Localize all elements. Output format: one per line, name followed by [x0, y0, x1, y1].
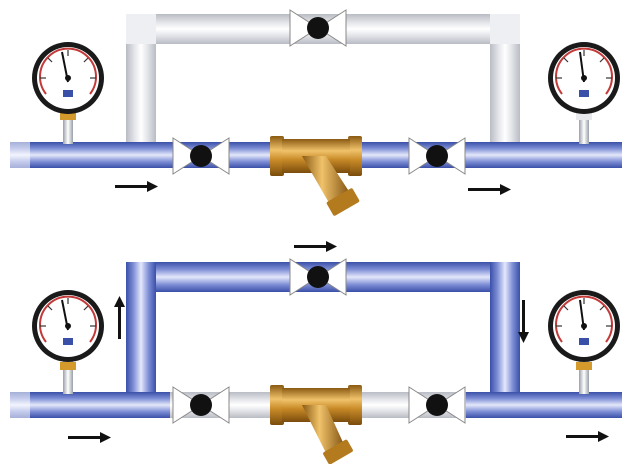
y-strainer-icon	[270, 385, 362, 464]
flow-arrow-icon	[566, 431, 609, 442]
flow-arrow-icon	[114, 296, 125, 339]
ball-valve-icon	[408, 386, 466, 424]
pressure-gauge-icon	[548, 42, 620, 144]
pressure-gauge-icon	[548, 290, 620, 394]
ball-valve-icon	[172, 137, 230, 175]
flow-arrow-icon	[518, 300, 529, 343]
y-strainer-icon	[270, 136, 362, 216]
ball-valve-icon	[408, 137, 466, 175]
diagram-bottom	[10, 241, 622, 464]
ball-valve-icon	[289, 258, 347, 296]
diagram-top	[10, 9, 622, 216]
pressure-gauge-icon	[32, 290, 104, 394]
flow-arrow-icon	[468, 184, 511, 195]
pressure-gauge-icon	[32, 42, 104, 144]
flow-arrow-icon	[294, 241, 337, 252]
ball-valve-icon	[289, 9, 347, 47]
ball-valve-icon	[172, 386, 230, 424]
flow-arrow-icon	[68, 432, 111, 443]
flow-arrow-icon	[115, 181, 158, 192]
